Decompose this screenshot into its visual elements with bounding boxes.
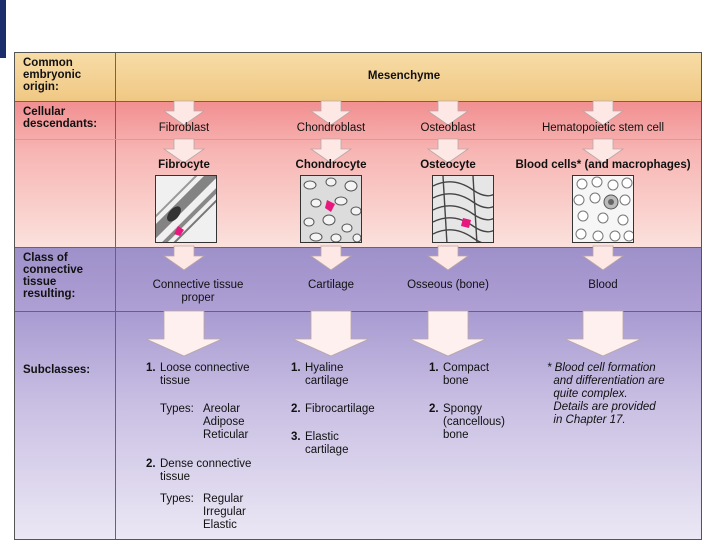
fibrocyte-micrograph — [155, 175, 217, 243]
ctp-types-label-2: Types: — [160, 493, 194, 505]
blood-cells-micrograph — [572, 175, 634, 243]
connective-tissue-lineage-diagram: Common embryonic origin: Mesenchyme Cell… — [14, 52, 702, 540]
bone-num-2: 2. — [429, 403, 439, 415]
class-cartilage: Cartilage — [307, 279, 355, 291]
ctp-dense: Dense connective tissue — [160, 458, 252, 483]
cart-num-1: 1. — [291, 362, 301, 374]
descendants-row-label: Cellular descendants: — [15, 102, 116, 247]
subclass-band: Subclasses: — [15, 312, 701, 539]
osteocyte-micrograph — [432, 175, 494, 243]
precursor-fibroblast: Fibroblast — [158, 122, 210, 134]
mature-chondrocyte: Chondrocyte — [295, 159, 367, 171]
class-row-label: Class of connective tissue resulting: — [15, 248, 116, 311]
mature-fibrocyte: Fibrocyte — [158, 159, 210, 171]
class-connective-tissue-proper: Connective tissue proper — [152, 279, 244, 304]
mature-osteocyte: Osteocyte — [420, 159, 476, 171]
ctp-loose: Loose connective tissue — [160, 362, 250, 387]
ctp-types-1: Areolar Adipose Reticular — [203, 403, 249, 441]
blood-footnote: * Blood cell formation and differentiati… — [547, 362, 665, 426]
slide-accent-bar — [0, 0, 6, 58]
ctp-types-2: Regular Irregular Elastic — [203, 493, 246, 531]
precursor-hematopoietic: Hematopoietic stem cell — [541, 122, 665, 134]
ctp-types-label-1: Types: — [160, 403, 194, 415]
cart-fibro: Fibrocartilage — [305, 403, 375, 415]
class-blood: Blood — [588, 279, 618, 291]
cart-elastic: Elastic cartilage — [305, 431, 349, 456]
ctp-num-2: 2. — [146, 458, 156, 470]
mature-blood-cells: Blood cells* (and macrophages) — [515, 159, 691, 171]
cart-hyaline: Hyaline cartilage — [305, 362, 349, 387]
bone-num-1: 1. — [429, 362, 439, 374]
origin-row-label: Common embryonic origin: — [15, 53, 116, 101]
precursor-chondroblast: Chondroblast — [296, 122, 366, 134]
chondrocyte-micrograph — [300, 175, 362, 243]
bone-spongy: Spongy (cancellous) bone — [443, 403, 505, 441]
class-osseous: Osseous (bone) — [407, 279, 489, 291]
arrow-layer — [145, 100, 642, 357]
subclass-row-label: Subclasses: — [15, 312, 116, 539]
origin-mesenchyme: Mesenchyme — [367, 70, 441, 82]
bone-compact: Compact bone — [443, 362, 490, 387]
cart-num-2: 2. — [291, 403, 301, 415]
cart-num-3: 3. — [291, 431, 301, 443]
origin-band: Common embryonic origin: Mesenchyme — [15, 53, 701, 101]
precursor-osteoblast: Osteoblast — [420, 122, 476, 134]
ctp-num-1: 1. — [146, 362, 156, 374]
